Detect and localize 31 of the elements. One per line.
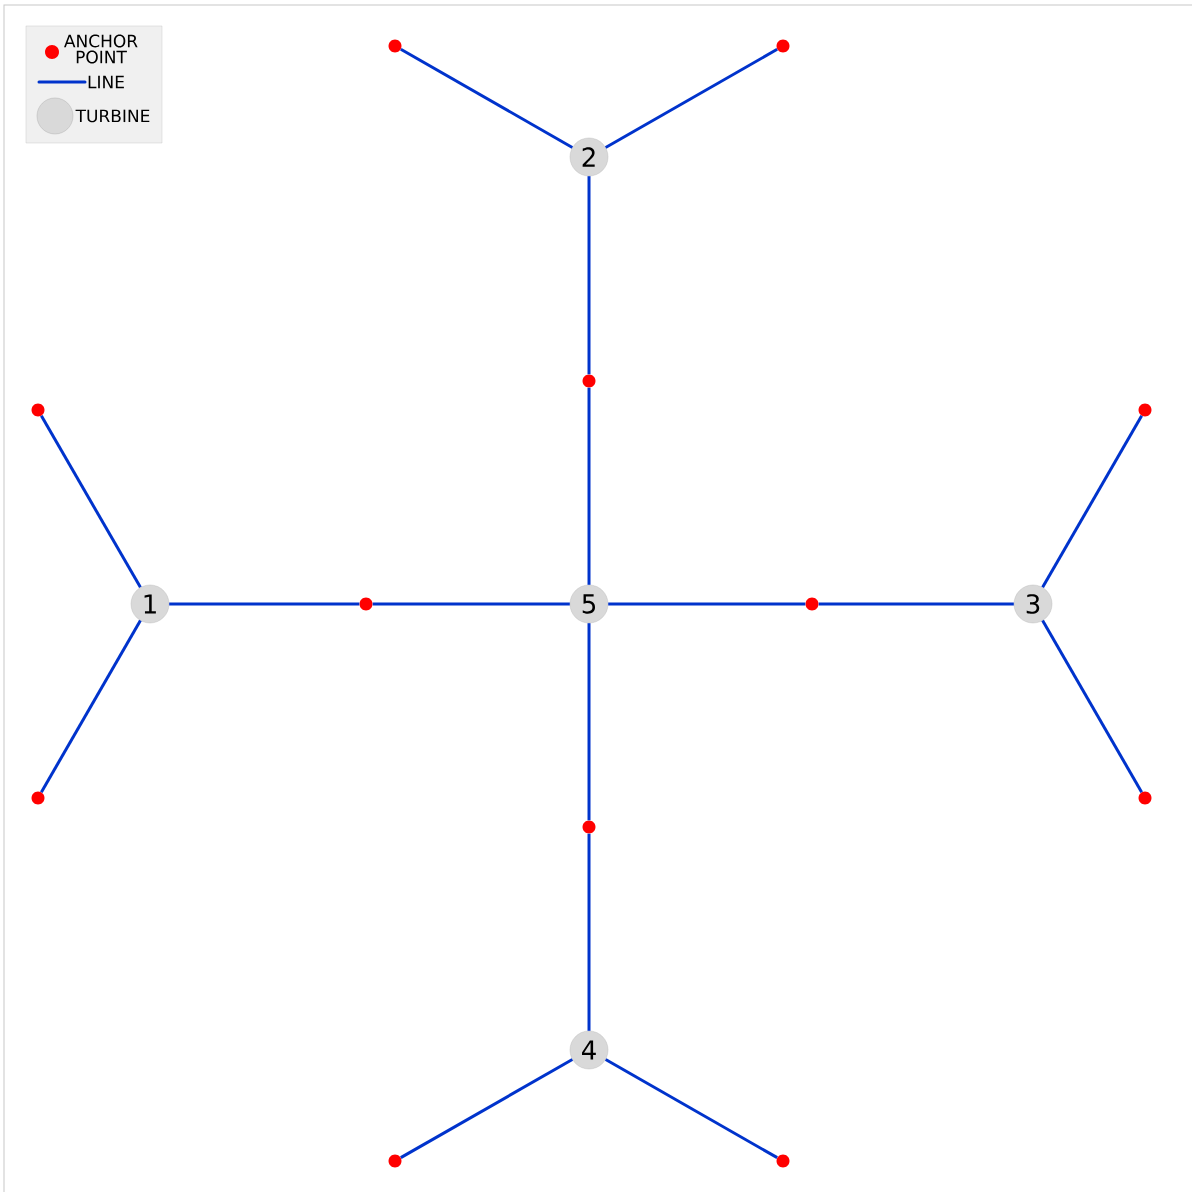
legend-label: TURBINE (75, 109, 150, 123)
mooring-line (604, 1058, 778, 1159)
anchor-point (1138, 403, 1152, 417)
anchor-point (388, 1154, 402, 1168)
legend-label: ANCHOR POINT (64, 34, 138, 64)
mooring-line (400, 48, 574, 149)
anchor-point (582, 374, 596, 388)
mooring-line (587, 833, 591, 1031)
mooring-line (1041, 415, 1143, 589)
mooring-line (587, 623, 591, 821)
anchor-point (1138, 791, 1152, 805)
mooring-line (1041, 619, 1143, 793)
mooring-line (604, 48, 778, 149)
anchor-point (776, 39, 790, 53)
mooring-line (818, 602, 1014, 606)
mooring-line (587, 176, 591, 375)
mooring-line (587, 387, 591, 585)
mooring-line (400, 1058, 574, 1159)
anchor-point (359, 597, 373, 611)
mooring-line (372, 602, 570, 606)
legend-label: LINE (88, 75, 124, 89)
anchor-point (776, 1154, 790, 1168)
mooring-line (608, 602, 806, 606)
anchor-point (582, 820, 596, 834)
mooring-line (40, 415, 142, 589)
anchor-point (31, 791, 45, 805)
anchor-point (31, 403, 45, 417)
anchor-point (388, 39, 402, 53)
mooring-line (169, 602, 360, 606)
mooring-line (40, 619, 142, 793)
anchor-point (805, 597, 819, 611)
